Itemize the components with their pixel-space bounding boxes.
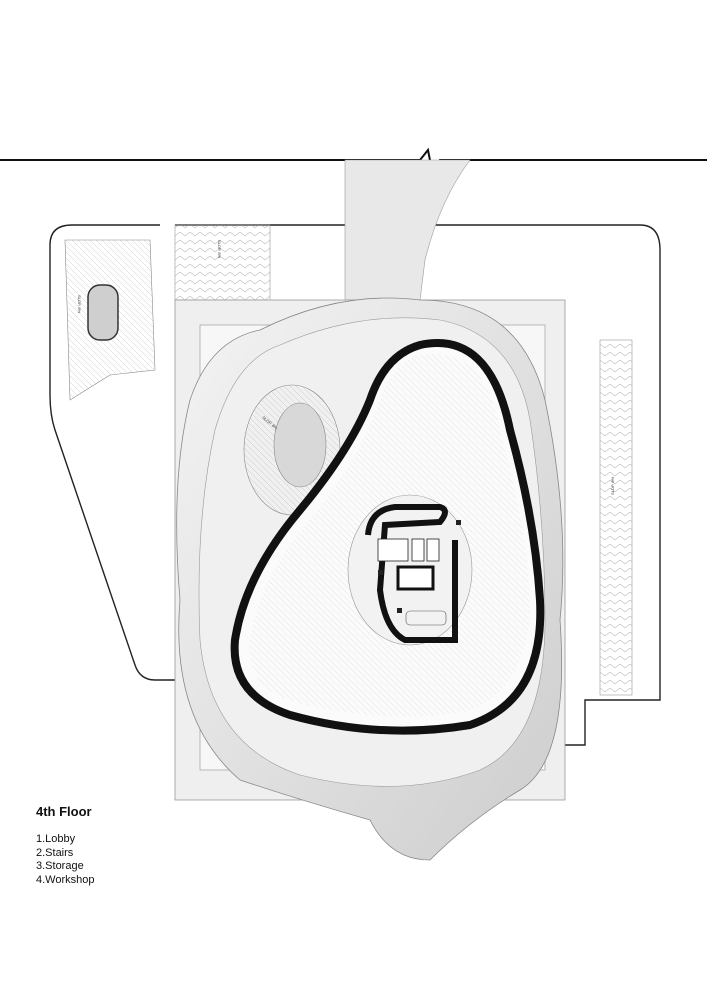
storage-room [377, 538, 409, 562]
site-outline [49, 224, 661, 746]
ramp-label-top: SLOP. 8% [217, 240, 222, 259]
elevator-1 [411, 538, 425, 562]
legend-item-lobby: 1.Lobby [36, 833, 76, 845]
spiral-ramp-core [273, 402, 327, 488]
legend-item-workshop: 4.Workshop [36, 873, 95, 886]
column [397, 608, 402, 613]
stairs [396, 565, 435, 591]
ramp-core [87, 284, 119, 341]
access-road [344, 159, 471, 301]
legend-item-stairs: 2.Stairs [36, 846, 74, 859]
legend-item-storage: 3.Storage [36, 860, 84, 872]
ramp-label-left: SLOP. 8% [77, 295, 82, 314]
ramp-right [599, 339, 633, 696]
ramp-label-right: SLOP. 8% [610, 476, 615, 495]
column [378, 570, 383, 575]
floor-title: 4th Floor [36, 804, 92, 819]
ramp-top [174, 224, 271, 301]
legend: 4th Floor 1.Lobby 2.Stairs 3.Storage 4.W… [36, 804, 95, 887]
column [456, 520, 461, 525]
core-walls [365, 504, 458, 643]
workshop-table [405, 610, 447, 626]
elevator-2 [426, 538, 440, 562]
